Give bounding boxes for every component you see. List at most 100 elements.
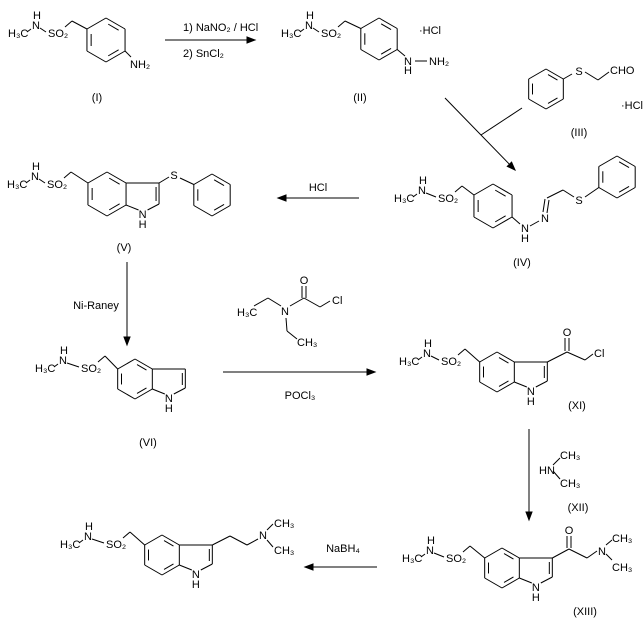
indole-nitrogen: N xyxy=(532,582,540,594)
methyl-label: H₃C xyxy=(35,363,55,375)
compound-label-I: (I) xyxy=(92,92,102,104)
compound-label-V: (V) xyxy=(117,242,132,254)
ring-double-bond xyxy=(108,203,120,211)
bond xyxy=(568,548,588,559)
sulfonamide-hydrogen: H xyxy=(306,10,314,22)
methyl-label: CH₃ xyxy=(560,450,580,462)
bond xyxy=(39,27,47,33)
amide-methyl-label: H₃C xyxy=(237,307,257,319)
reagent-step1-line1: 1) NaNO₂ / HCl xyxy=(183,22,258,34)
amide-ch3-label: CH₃ xyxy=(297,337,317,349)
ring-bond xyxy=(484,577,503,589)
arrowhead xyxy=(525,511,533,522)
ring-bond xyxy=(378,49,398,61)
compound-label-III: (III) xyxy=(571,127,588,139)
reaction-arrow-condensation xyxy=(444,97,516,171)
reagent-ni-raney: Ni-Raney xyxy=(73,300,119,312)
indole-nitrogen: N xyxy=(139,209,147,221)
hydrazone-hydrogen: H xyxy=(521,233,529,245)
bond xyxy=(344,20,362,29)
bond xyxy=(552,548,570,559)
methyl-label: H₃C xyxy=(394,193,414,205)
sulfonamide-hydrogen: H xyxy=(32,161,40,173)
bond xyxy=(546,199,550,214)
bond xyxy=(70,171,89,184)
ring-bond xyxy=(540,576,553,584)
ring-bond xyxy=(360,49,380,61)
ring-bond xyxy=(496,351,515,363)
ring-bond xyxy=(598,187,618,199)
ring-bond xyxy=(152,388,166,395)
bond xyxy=(63,171,72,179)
bond xyxy=(299,28,305,33)
amine-label: NH₂ xyxy=(429,56,449,68)
sulfonamide-hydrogen: H xyxy=(60,345,68,357)
ring-bond xyxy=(528,98,547,110)
bond xyxy=(396,49,406,57)
sulfonamide-nitrogen: N xyxy=(426,545,434,557)
reagent-hcl: HCl xyxy=(309,182,327,194)
bond xyxy=(38,178,46,184)
sulfonamide-hydrogen: H xyxy=(33,10,41,22)
ring-bond xyxy=(211,173,231,185)
sulfonamide-nitrogen: N xyxy=(31,171,39,183)
bond xyxy=(462,545,471,553)
bond xyxy=(412,193,418,198)
sulfonyl-label: SO₂ xyxy=(321,28,341,40)
compound-label-II: (II) xyxy=(353,92,366,104)
arrowhead xyxy=(506,161,516,172)
ring-bond xyxy=(200,563,213,571)
ring-bond xyxy=(161,534,180,546)
bond xyxy=(66,362,80,368)
ring-double-bond xyxy=(498,380,509,387)
ring-bond xyxy=(528,68,547,80)
sulfur-label: S xyxy=(170,170,177,182)
ring-bond xyxy=(514,381,528,388)
sulfonamide-hydrogen: H xyxy=(424,338,432,350)
bond xyxy=(104,355,119,370)
indole-nitrogen: N xyxy=(165,393,173,405)
bond xyxy=(179,177,195,185)
bond xyxy=(562,189,575,198)
ring-bond xyxy=(519,577,533,584)
bond xyxy=(71,20,88,30)
ring-bond xyxy=(173,387,186,395)
ring-bond xyxy=(134,358,153,370)
ring-bond xyxy=(105,17,126,30)
bond xyxy=(546,189,564,199)
ring-double-bond xyxy=(547,97,558,104)
chlorine-label: Cl xyxy=(594,348,604,360)
sulfonamide-nitrogen: N xyxy=(305,20,313,32)
sulfonamide-nitrogen: N xyxy=(423,348,431,360)
bond xyxy=(457,348,466,356)
ring-double-bond xyxy=(163,563,174,570)
bond xyxy=(78,539,84,544)
ring-double-bond xyxy=(107,23,119,31)
methyl-label: H₃C xyxy=(399,356,419,368)
ring-bond xyxy=(616,187,636,199)
bond xyxy=(542,198,546,213)
ring-bond xyxy=(144,564,163,576)
bond xyxy=(566,351,586,361)
sulfonamide-hydrogen: H xyxy=(85,521,93,533)
bond xyxy=(229,535,248,546)
methyl-label: H₃C xyxy=(402,553,422,565)
amide-nitrogen: N xyxy=(281,306,289,318)
indole-nitrogen: N xyxy=(527,386,535,398)
hydrazine-nitrogen: N xyxy=(404,56,412,68)
ring-bond xyxy=(144,534,163,546)
ring-bond xyxy=(545,98,564,110)
hydrazone-nh-nitrogen: N xyxy=(521,223,529,235)
dimethylamine-hn: HN xyxy=(539,465,555,477)
bond xyxy=(584,71,599,81)
ring-bond xyxy=(492,216,513,229)
bond xyxy=(303,297,321,308)
bond xyxy=(586,550,598,559)
bond xyxy=(212,535,231,546)
bond xyxy=(430,355,440,361)
bond xyxy=(25,179,31,184)
ring-double-bond xyxy=(107,49,119,57)
bond xyxy=(289,297,305,307)
ring-bond xyxy=(473,183,494,196)
bond xyxy=(26,28,32,33)
